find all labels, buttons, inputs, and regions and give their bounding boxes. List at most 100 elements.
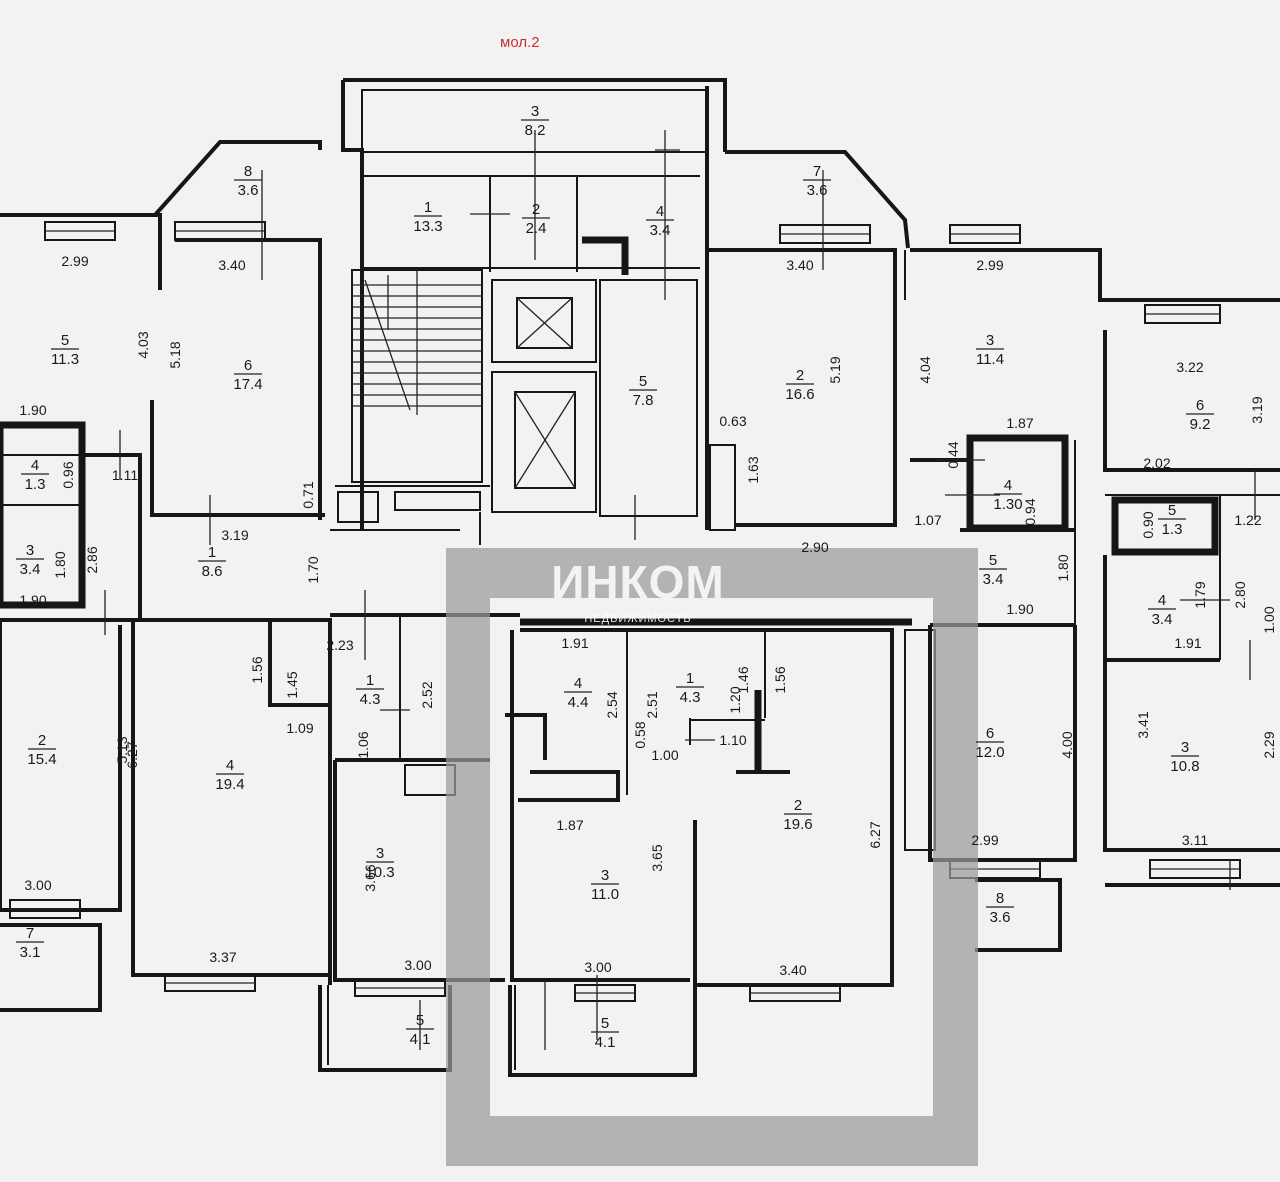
dimension-label: 2.02 [1143, 455, 1170, 471]
room-b-2: 216.6 [785, 367, 814, 403]
room-area: 10.8 [1170, 758, 1199, 775]
room-area: 3.6 [238, 182, 259, 199]
room-area: 12.0 [975, 744, 1004, 761]
room-number: 4 [226, 757, 234, 774]
room-core-2: 22.4 [522, 201, 550, 237]
room-area: 17.4 [233, 376, 262, 393]
room-number: 3 [26, 542, 34, 559]
room-number: 5 [639, 373, 647, 390]
room-e-5: 54.1 [406, 1012, 434, 1048]
dimension-label: 3.19 [221, 527, 248, 543]
room-area: 11.3 [51, 351, 79, 368]
room-c-6: 69.2 [1186, 397, 1214, 433]
room-core-4: 43.4 [646, 203, 674, 239]
room-core-1: 113.3 [413, 199, 442, 235]
room-number: 2 [38, 732, 46, 749]
room-number: 4 [1158, 592, 1166, 609]
room-a-4: 41.3 [21, 457, 49, 493]
room-area: 3.6 [807, 182, 828, 199]
room-area: 3.6 [990, 909, 1011, 926]
dimension-label: 0.94 [1022, 498, 1038, 525]
dimension-label: 6.27 [867, 821, 883, 848]
room-number: 3 [376, 845, 384, 862]
room-f-4: 44.4 [564, 675, 592, 711]
room-area: 4.4 [568, 694, 589, 711]
dimension-label: 6.27 [124, 741, 140, 768]
room-area: 7.8 [633, 392, 654, 409]
stair-treads [352, 284, 482, 407]
dimension-label: 3.19 [1249, 396, 1265, 423]
room-b-8: 83.6 [986, 890, 1014, 926]
room-b-3: 311.4 [976, 332, 1004, 368]
dimension-label: 0.96 [60, 461, 76, 488]
room-number: 1 [686, 670, 694, 687]
room-area: 3.4 [983, 571, 1004, 588]
lift-shaft-upper [516, 297, 573, 349]
dimension-label: 1.90 [1006, 601, 1033, 617]
room-e-4: 419.4 [215, 757, 244, 793]
dimension-label: 1.07 [914, 512, 941, 528]
room-number: 2 [796, 367, 804, 384]
dimension-label: 3.22 [1176, 359, 1203, 375]
room-area: 2.4 [526, 220, 547, 237]
room-area: 19.4 [215, 776, 244, 793]
dimension-label: 2.86 [84, 546, 100, 573]
apartment-a-walls [0, 140, 325, 622]
room-b-6: 612.0 [975, 725, 1004, 761]
room-c-3: 310.8 [1170, 739, 1199, 775]
room-core-3: 38.2 [521, 103, 549, 139]
lift-shaft-lower [514, 391, 576, 489]
dimension-label: 3.41 [1135, 711, 1151, 738]
room-f-5: 54.1 [591, 1015, 619, 1051]
room-number: 7 [813, 163, 821, 180]
dimension-label: 1.45 [284, 671, 300, 698]
room-number: 1 [424, 199, 432, 216]
room-number: 4 [1004, 477, 1012, 494]
room-number: 2 [532, 201, 540, 218]
dimension-label: 2.23 [326, 637, 353, 653]
dimension-label: 3.00 [404, 957, 431, 973]
dimension-label: 0.90 [1140, 511, 1156, 538]
dimension-label: 3.40 [779, 962, 806, 978]
room-a-3: 33.4 [16, 542, 44, 578]
dimension-label: 0.71 [300, 481, 316, 508]
dimension-label: 1.80 [1055, 554, 1071, 581]
room-f-3: 311.0 [591, 867, 619, 903]
dimension-label: 1.87 [556, 817, 583, 833]
apartment-c-walls [1103, 298, 1280, 887]
room-area: 1.30 [993, 496, 1022, 513]
apartment-b-walls [708, 150, 1145, 952]
room-number: 6 [986, 725, 994, 742]
dimension-label: 0.58 [632, 721, 648, 748]
dimension-label: 3.66 [362, 864, 378, 891]
dimension-label: 3.00 [584, 959, 611, 975]
room-area: 10.3 [365, 864, 394, 881]
dimension-label: 5.18 [167, 341, 183, 368]
apartment-f-walls [505, 618, 912, 1077]
room-area: 3.4 [20, 561, 41, 578]
dimension-label: 1.22 [1234, 512, 1261, 528]
room-number: 4 [574, 675, 582, 692]
dimension-label: 2.99 [971, 832, 998, 848]
room-area: 11.4 [976, 351, 1004, 368]
dimension-label: 3.40 [786, 257, 813, 273]
dimension-label: 5.19 [827, 356, 843, 383]
dimension-label: 3.37 [209, 949, 236, 965]
room-area: 4.3 [360, 691, 381, 708]
dimension-label: 1.79 [1192, 581, 1208, 608]
dimension-label: 1.90 [19, 592, 46, 608]
room-number: 5 [601, 1015, 609, 1032]
room-number: 5 [61, 332, 69, 349]
dimension-label: 0.44 [945, 441, 961, 468]
sheet-tag: мол.2 [500, 34, 540, 51]
dimension-label: 1.10 [719, 732, 746, 748]
room-number: 7 [26, 925, 34, 942]
room-c-5: 51.3 [1158, 502, 1186, 538]
room-f-2: 219.6 [783, 797, 812, 833]
dimension-label: 1.06 [355, 731, 371, 758]
room-area: 15.4 [27, 751, 56, 768]
room-a-1: 18.6 [198, 544, 226, 580]
dimension-label: 1.00 [651, 747, 678, 763]
dimension-label: 1.56 [772, 666, 788, 693]
